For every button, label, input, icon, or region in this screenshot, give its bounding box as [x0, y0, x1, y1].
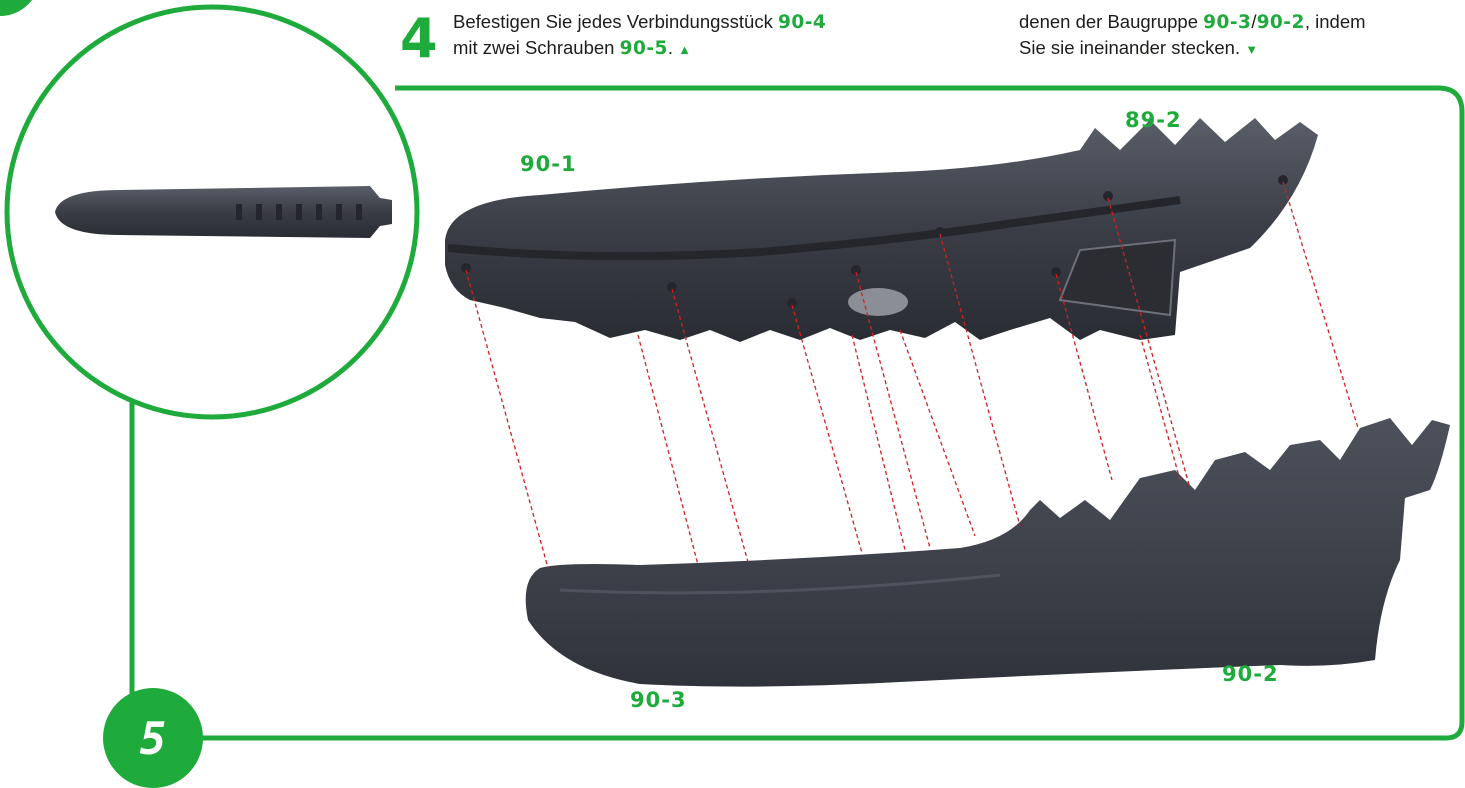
detail-jaw-topview — [55, 186, 392, 238]
step-5-number: 5 — [103, 714, 203, 765]
label-90-3: 90-3 — [630, 688, 687, 712]
step-5-badge: 5 — [103, 688, 203, 788]
label-90-1: 90-1 — [520, 152, 577, 176]
lower-jaw-90-3-90-2 — [526, 418, 1450, 687]
label-89-2: 89-2 — [1125, 108, 1182, 132]
label-90-2: 90-2 — [1222, 662, 1279, 686]
